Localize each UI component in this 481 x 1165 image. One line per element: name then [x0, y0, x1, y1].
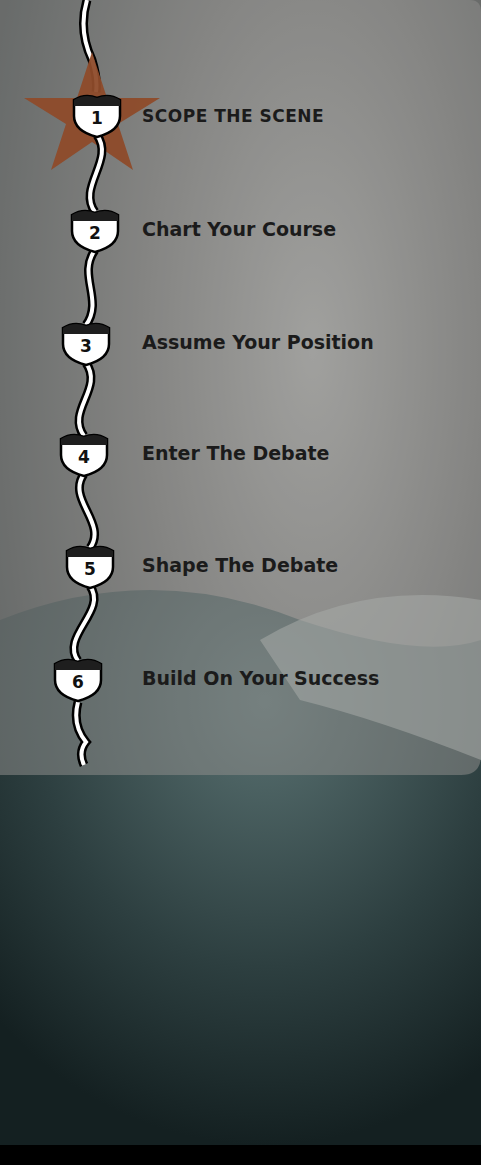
- route-shield: 3Assume Your Position: [61, 320, 111, 366]
- road-segment: [74, 586, 94, 661]
- highlight-star: [24, 52, 160, 170]
- road-edge: [86, 250, 95, 325]
- route-shield: 6Build On Your Success: [53, 656, 103, 702]
- road-segment: [86, 250, 95, 325]
- shield-cap: [63, 324, 109, 334]
- road-center: [90, 135, 102, 212]
- step-number: 4: [59, 446, 109, 468]
- road-center: [79, 363, 91, 436]
- road-edge: [79, 363, 91, 436]
- shield-cap: [67, 547, 113, 557]
- road-edge: [90, 135, 102, 212]
- road-segment: [79, 363, 91, 436]
- step-number: 5: [65, 558, 115, 580]
- shield-cap: [61, 435, 107, 445]
- step-label: Enter The Debate: [142, 441, 330, 465]
- shield-cap: [74, 96, 120, 106]
- step-label: Chart Your Course: [142, 217, 336, 241]
- road-edge: [79, 474, 94, 548]
- step-label: Shape The Debate: [142, 553, 338, 577]
- route-shield: 4Enter The Debate: [59, 431, 109, 477]
- step-number: 1: [72, 107, 122, 129]
- step-number: 3: [61, 335, 111, 357]
- route-shield: 1SCOPE THE SCENE: [72, 92, 122, 138]
- shield-cap: [55, 660, 101, 670]
- route-shield: 2Chart Your Course: [70, 207, 120, 253]
- road-center: [74, 586, 94, 661]
- step-label: SCOPE THE SCENE: [142, 104, 324, 128]
- road-center: [79, 474, 94, 548]
- road-edge: [74, 586, 94, 661]
- step-number: 6: [53, 671, 103, 693]
- step-label: Build On Your Success: [142, 666, 379, 690]
- shield-cap: [72, 211, 118, 221]
- road-end: [76, 702, 86, 765]
- step-label: Assume Your Position: [142, 330, 374, 354]
- road-center: [86, 250, 95, 325]
- road-end: [76, 702, 86, 765]
- road-segment: [90, 135, 102, 212]
- step-number: 2: [70, 222, 120, 244]
- route-shield: 5Shape The Debate: [65, 543, 115, 589]
- overlay-panel: [0, 0, 481, 775]
- road-segment: [79, 474, 94, 548]
